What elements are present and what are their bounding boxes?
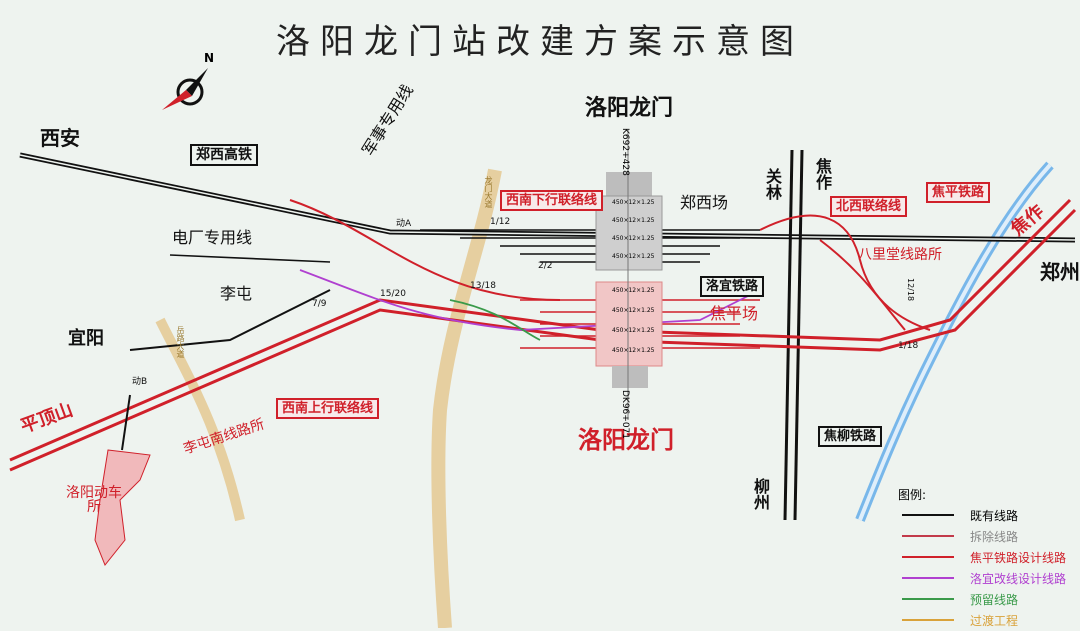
river-inner <box>858 163 1052 521</box>
xinan-up-label: 西南上行联络线 <box>276 398 380 419</box>
litun-label: 李屯 <box>220 284 253 303</box>
direction-xian: 西安 <box>40 126 80 150</box>
legend-item-label: 拆除线路 <box>970 530 1019 544</box>
legend-item: 洛宜改线设计线路 <box>888 568 1078 589</box>
legend-swatch <box>902 598 954 600</box>
legend-item: 预留线路 <box>888 589 1078 610</box>
page-title: 洛阳龙门站改建方案示意图 <box>276 22 804 62</box>
legend-item: 拆除线路 <box>888 526 1078 547</box>
dongche-depot <box>94 449 151 566</box>
label-road-yuelu: 岳路大道 <box>176 326 185 358</box>
legend-swatch <box>902 577 954 579</box>
dianchang-line-label: 电厂专用线 <box>172 228 253 247</box>
platform-label: 450×12×1.25 <box>612 199 655 206</box>
luoyi-line-label: 洛宜铁路 <box>700 276 765 297</box>
direction-jiaozuo-north: 焦作 <box>813 158 832 190</box>
legend-item: 既有线路 <box>888 505 1078 526</box>
beixi-line-label: 北西联络线 <box>830 196 908 217</box>
direction-yiyang: 宜阳 <box>68 328 104 349</box>
reserved-line <box>449 299 541 341</box>
label-dongA: 动A <box>396 219 412 229</box>
legend-item-label: 过渡工程 <box>970 614 1019 628</box>
legend-swatch <box>902 514 954 516</box>
xinan-down-label: 西南下行联络线 <box>500 190 604 211</box>
legend-item-label: 预留线路 <box>970 593 1019 607</box>
legend-swatch <box>902 535 954 537</box>
station-name-top: 洛阳龙门 <box>585 96 674 121</box>
jiaoping-line <box>9 198 1072 462</box>
label-road-longmen: 龙门大道 <box>484 176 493 208</box>
legend-item-label: 既有线路 <box>970 509 1019 523</box>
mileage-bottom: DK96+071 <box>620 390 630 440</box>
legend-item-label: 焦平铁路设计线路 <box>970 551 1067 565</box>
platform-label: 450×12×1.25 <box>612 347 655 354</box>
dongche-depot-label: 洛阳动车所 <box>66 485 122 515</box>
label-15-20: 15/20 <box>380 289 406 299</box>
direction-guanlin: 关林 <box>763 168 782 200</box>
label-12-18: 12/18 <box>906 278 915 302</box>
jiaoliu-line-label: 焦柳铁路 <box>818 426 883 447</box>
jiaoliu-line-b <box>793 149 804 521</box>
power-plant-line <box>169 254 331 263</box>
direction-liuzhou: 柳州 <box>751 478 770 510</box>
yiyang-line <box>129 289 331 351</box>
platform-label: 450×12×1.25 <box>612 287 655 294</box>
luoyi-line <box>299 269 761 331</box>
jiaoliu-line-a <box>783 149 794 521</box>
direction-zhengzhou: 郑州 <box>1040 260 1080 284</box>
label-2-2: 2/2 <box>538 261 553 271</box>
legend-swatch <box>902 619 954 621</box>
xinan-down-line <box>289 199 561 301</box>
platform-label: 450×12×1.25 <box>612 327 655 334</box>
road-longmen <box>431 168 502 628</box>
legend-heading: 图例: <box>888 484 1078 505</box>
balitang-branch <box>819 239 906 331</box>
platform-label: 450×12×1.25 <box>612 253 655 260</box>
legend-item: 焦平铁路设计线路 <box>888 547 1078 568</box>
label-13-18: 13/18 <box>470 281 496 291</box>
legend: 图例: 既有线路 拆除线路 焦平铁路设计线路 洛宜改线设计线路 预留线路 过渡工… <box>888 484 1078 631</box>
label-dongB: 动B <box>132 377 148 387</box>
beixi-line <box>759 214 931 331</box>
legend-item: 过渡工程 <box>888 610 1078 631</box>
legend-heading-text: 图例: <box>898 488 927 502</box>
jiaoping-line-label: 焦平铁路 <box>926 182 991 203</box>
balitang-label: 八里堂线路所 <box>858 247 942 263</box>
label-1-12: 1/12 <box>490 217 511 227</box>
compass-graphic <box>162 68 208 110</box>
station-name-bottom: 洛阳龙门 <box>578 426 674 454</box>
road-yuelu <box>155 317 245 522</box>
legend-item-label: 洛宜改线设计线路 <box>970 572 1067 586</box>
platform-label: 450×12×1.25 <box>612 217 655 224</box>
jiaoping-yard-label: 焦平场 <box>710 304 759 323</box>
label-7-9: 7/9 <box>312 299 327 309</box>
station-building-bottom <box>595 281 663 367</box>
platform-label: 450×12×1.25 <box>612 235 655 242</box>
legend-swatch <box>902 556 954 558</box>
label-1-18: 1/18 <box>898 341 919 351</box>
zhengxi-yard-label: 郑西场 <box>680 193 729 212</box>
mileage-top: K692+428 <box>620 128 630 176</box>
station-building-top <box>606 172 652 196</box>
compass-north-label: N <box>204 51 215 65</box>
platform-label: 450×12×1.25 <box>612 307 655 314</box>
zhengxi-hsr-label: 郑西高铁 <box>190 144 258 166</box>
